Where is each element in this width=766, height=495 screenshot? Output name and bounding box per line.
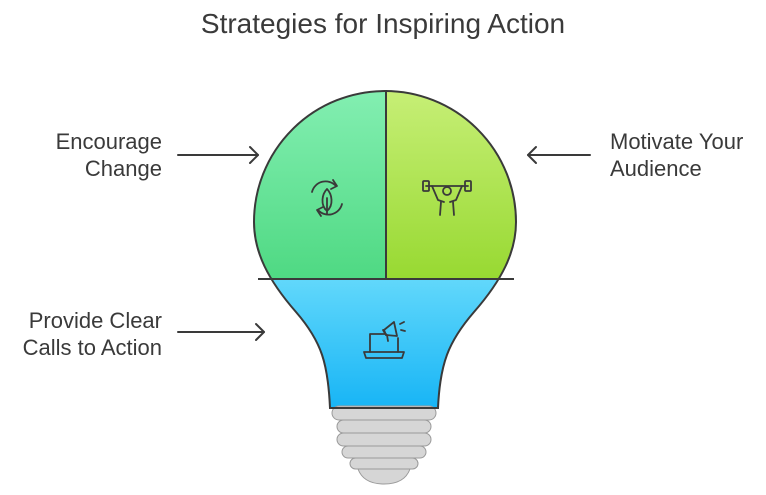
section-provide-calls: [254, 278, 516, 408]
arrow-encourage: [177, 146, 259, 164]
recycle-leaf-icon: [311, 179, 343, 217]
weightlifter-icon: [422, 180, 472, 216]
label-motivate-line2: Audience: [610, 156, 702, 181]
arrow-motivate: [527, 146, 591, 164]
label-provide-line2: Calls to Action: [22, 335, 162, 360]
label-motivate-audience: Motivate Your Audience: [610, 128, 743, 182]
label-motivate-line1: Motivate Your: [610, 129, 744, 154]
section-motivate-audience: [386, 91, 516, 278]
label-encourage-change: Encourage Change: [56, 128, 162, 182]
label-provide-line1: Provide Clear: [28, 308, 162, 333]
laptop-megaphone-icon: [363, 321, 406, 359]
label-provide-calls: Provide Clear Calls to Action: [23, 307, 162, 361]
label-encourage-line1: Encourage: [55, 129, 162, 154]
arrow-provide: [177, 323, 265, 341]
label-encourage-line2: Change: [84, 156, 162, 181]
bulb-base: [331, 405, 437, 485]
diagram-title: Strategies for Inspiring Action: [200, 8, 566, 39]
bulb-outline: [252, 90, 518, 409]
